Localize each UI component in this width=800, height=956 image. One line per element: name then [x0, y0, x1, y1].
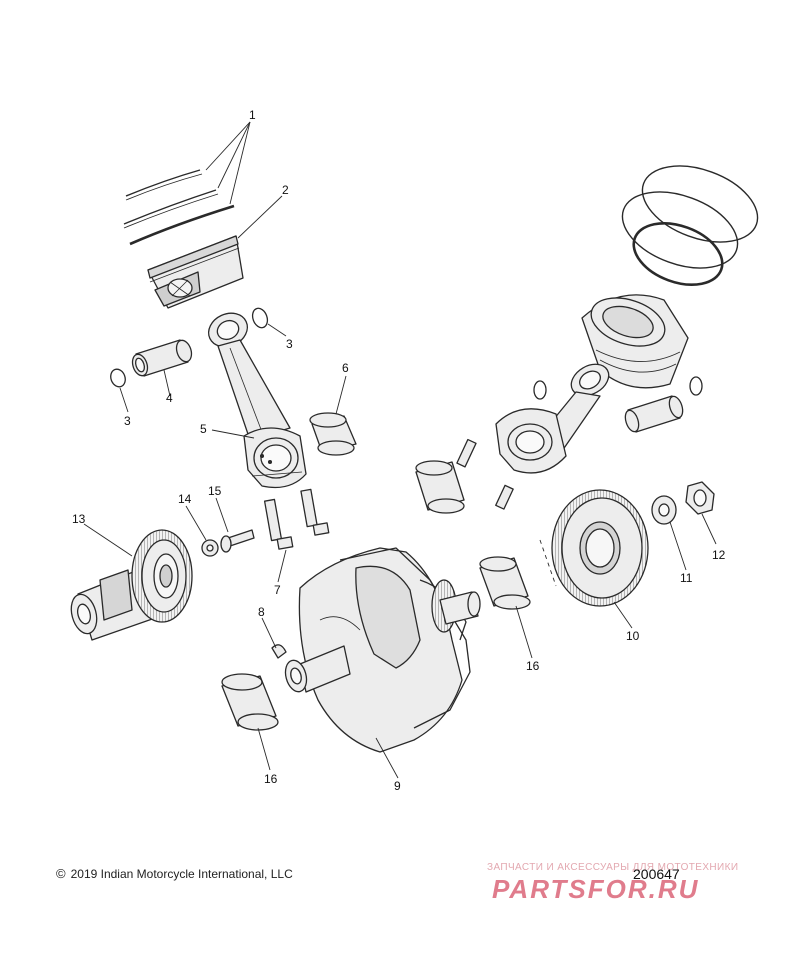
callout-8: 8 — [258, 605, 265, 619]
callout-2: 2 — [282, 183, 289, 197]
crankshaft — [284, 547, 481, 753]
leader-lines — [83, 121, 717, 779]
callout-16-left: 16 — [264, 772, 278, 786]
callout-12: 12 — [712, 548, 726, 562]
callout-14: 14 — [178, 492, 192, 506]
piston-pin-left — [131, 339, 193, 377]
copyright-text: 2019 Indian Motorcycle International, LL… — [70, 867, 293, 881]
rod-bolts-right — [456, 438, 514, 510]
cam-bolt — [220, 529, 255, 553]
crank-gear — [539, 489, 649, 607]
piston-right — [581, 294, 689, 389]
connecting-rod-left — [208, 312, 307, 489]
callout-3-left: 3 — [124, 414, 131, 428]
callout-labels: 1 2 3 3 4 5 6 7 8 9 10 11 12 13 14 15 16… — [72, 108, 726, 793]
callout-4: 4 — [166, 391, 173, 405]
callout-10: 10 — [626, 629, 640, 643]
callout-1: 1 — [249, 108, 256, 122]
watermark-tagline: ЗАПЧАСТИ И АКСЕССУАРЫ ДЛЯ МОТОТЕХНИКИ — [487, 862, 739, 873]
main-bearing-left — [221, 673, 279, 731]
callout-5: 5 — [200, 422, 207, 436]
piston-pin-clip-right — [251, 307, 269, 329]
piston-ring-set-left — [123, 169, 235, 246]
connecting-rod-right — [495, 363, 610, 474]
crank-nut — [685, 481, 715, 515]
piston-pin-clip-left — [110, 368, 126, 388]
piston-ring-set-right — [621, 165, 759, 286]
piston-pin-clip-right-a — [533, 380, 547, 400]
callout-9: 9 — [394, 779, 401, 793]
rod-bolts-left — [263, 488, 330, 550]
woodruff-key — [271, 644, 287, 659]
crank-washer — [651, 495, 677, 525]
figure-number: 200647 — [633, 866, 680, 882]
callout-6: 6 — [342, 361, 349, 375]
callout-13: 13 — [72, 512, 86, 526]
main-bearing-right — [479, 556, 531, 610]
callout-16-right: 16 — [526, 659, 540, 673]
piston-pin-right — [624, 395, 684, 433]
watermark-logo: PARTSFOR.RU — [492, 874, 700, 904]
rod-bearing-left — [309, 412, 357, 456]
callout-11: 11 — [680, 571, 693, 585]
callout-7: 7 — [274, 583, 281, 597]
cam-gear-assembly — [70, 529, 193, 641]
copyright-icon: © — [56, 866, 66, 881]
callout-15: 15 — [208, 484, 222, 498]
piston-pin-clip-right-b — [689, 376, 703, 396]
piston-left — [147, 235, 244, 309]
copyright-notice: © 2019 Indian Motorcycle International, L… — [56, 866, 293, 881]
callout-3-right: 3 — [286, 337, 293, 351]
rod-bearing-right — [415, 460, 465, 514]
